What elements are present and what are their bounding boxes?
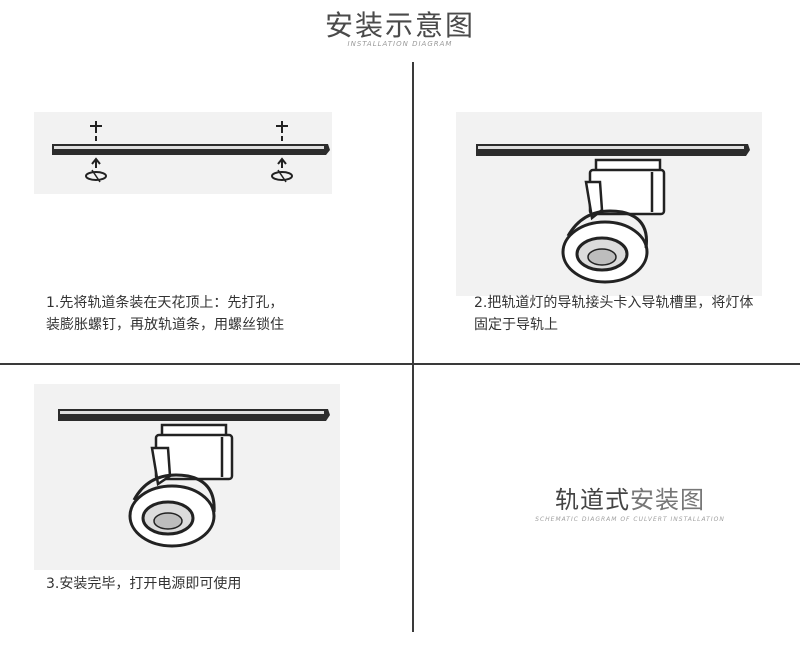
step-3-line-1: 3.安装完毕，打开电源即可使用 — [46, 576, 242, 592]
step-1-line-2: 装膨胀螺钉，再放轨道条，用螺丝锁住 — [46, 317, 284, 333]
page-title: 安装示意图 — [324, 9, 475, 42]
label-light-part: 安装图 — [630, 486, 705, 514]
step-1-line-1: 1.先将轨道条装在天花顶上：先打孔， — [46, 295, 284, 311]
track-installation-sublabel: SCHEMATIC DIAGRAM OF CULVERT INSTALLATIO… — [535, 516, 725, 523]
light-arm — [584, 180, 604, 221]
step-1-text: 1.先将轨道条装在天花顶上：先打孔， 装膨胀螺钉，再放轨道条，用螺丝锁住 — [46, 292, 284, 336]
screw-left — [85, 121, 107, 183]
label-dark-part: 轨道式 — [555, 486, 630, 514]
page-subtitle: INSTALLATION DIAGRAM — [347, 40, 453, 48]
step-2-line-1: 2.把轨道灯的导轨接头卡入导轨槽里，将灯体 — [474, 295, 754, 311]
track-installation-label: 轨道式安装图 — [470, 480, 790, 515]
step-2-text: 2.把轨道灯的导轨接头卡入导轨槽里，将灯体 固定于导轨上 — [474, 292, 753, 336]
lamp-head — [561, 209, 649, 284]
lamp-head — [128, 473, 216, 548]
track-rail — [58, 409, 330, 421]
track-adapter — [154, 423, 234, 481]
screw-right — [271, 121, 293, 183]
step-3-text: 3.安装完毕，打开电源即可使用 — [46, 573, 241, 595]
step-2-line-2: 固定于导轨上 — [474, 317, 558, 333]
vertical-divider — [412, 62, 414, 632]
horizontal-divider — [0, 363, 800, 365]
